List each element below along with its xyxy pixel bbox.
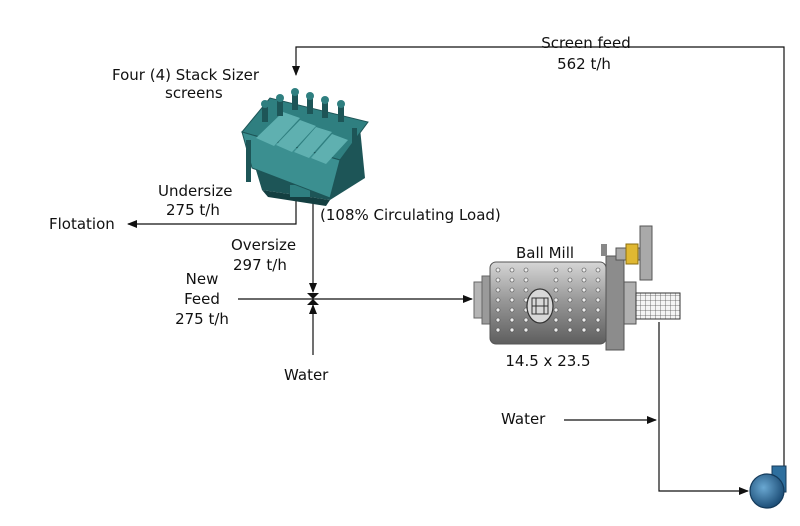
oversize-rate: 297 t/h bbox=[233, 256, 287, 274]
mill-bolt bbox=[495, 317, 501, 323]
mill-bolt bbox=[553, 297, 559, 303]
new-feed-rate: 275 t/h bbox=[175, 310, 229, 328]
mill-bolt bbox=[495, 327, 501, 333]
mill-bolt bbox=[581, 307, 587, 313]
mill-size-label: 14.5 x 23.5 bbox=[505, 352, 590, 370]
mill-bolt bbox=[495, 307, 501, 313]
mill-bolt bbox=[581, 317, 587, 323]
oversize-label: Oversize bbox=[231, 236, 296, 254]
mill-bolt bbox=[595, 297, 601, 303]
mill-bolt bbox=[595, 327, 601, 333]
screen-feed-label: Screen feed bbox=[541, 34, 631, 52]
circulating-load-label: (108% Circulating Load) bbox=[320, 206, 501, 224]
mill-bolt bbox=[567, 277, 573, 283]
new-feed-label-line1: New bbox=[186, 270, 219, 288]
mill-bolt bbox=[523, 277, 529, 283]
mill-bolt bbox=[523, 317, 529, 323]
mill-bolt bbox=[523, 267, 529, 273]
undersize-rate: 275 t/h bbox=[166, 201, 220, 219]
water-mixer-label: Water bbox=[284, 366, 329, 384]
new-feed-label-line2: Feed bbox=[184, 290, 220, 308]
mill-bolt bbox=[495, 277, 501, 283]
screens-label-line1: Four (4) Stack Sizer bbox=[112, 66, 260, 84]
mill-bolt bbox=[595, 307, 601, 313]
mill-bolt bbox=[553, 267, 559, 273]
ball-mill-label: Ball Mill bbox=[516, 244, 574, 262]
mill-bolt bbox=[509, 317, 515, 323]
mill-bolt bbox=[581, 267, 587, 273]
mill-bolt bbox=[523, 327, 529, 333]
mill-bolt bbox=[567, 287, 573, 293]
flotation-label: Flotation bbox=[49, 215, 115, 233]
ball-mill bbox=[473, 225, 681, 351]
pump-icon bbox=[749, 465, 787, 509]
mill-bolt bbox=[509, 297, 515, 303]
mill-bolt bbox=[495, 287, 501, 293]
water-pump-label: Water bbox=[501, 410, 546, 428]
mill-bolt bbox=[509, 327, 515, 333]
mill-bolt bbox=[581, 277, 587, 283]
mill-discharge-line bbox=[658, 322, 749, 495]
mill-bolt bbox=[509, 267, 515, 273]
mill-bolt bbox=[509, 307, 515, 313]
mill-bolt bbox=[567, 307, 573, 313]
mill-bolt bbox=[495, 267, 501, 273]
mill-bolt bbox=[553, 317, 559, 323]
mill-bolt bbox=[523, 287, 529, 293]
mill-bolt bbox=[553, 327, 559, 333]
mill-bolt bbox=[567, 327, 573, 333]
mill-bolt bbox=[495, 297, 501, 303]
mill-bolt bbox=[581, 297, 587, 303]
screen-feed-rate: 562 t/h bbox=[557, 55, 611, 73]
stack-sizer-screens bbox=[241, 88, 369, 206]
undersize-line bbox=[127, 195, 297, 228]
screens-label-line2: screens bbox=[165, 84, 223, 102]
mill-bolt bbox=[567, 317, 573, 323]
mill-bolt bbox=[595, 287, 601, 293]
undersize-label: Undersize bbox=[158, 182, 233, 200]
mill-bolt bbox=[509, 287, 515, 293]
mill-bolt bbox=[567, 297, 573, 303]
mill-bolt bbox=[581, 327, 587, 333]
mill-bolt bbox=[595, 277, 601, 283]
mill-bolt bbox=[567, 267, 573, 273]
mill-bolt bbox=[595, 317, 601, 323]
mill-bolt bbox=[553, 277, 559, 283]
mill-bolt bbox=[581, 287, 587, 293]
mill-bolt bbox=[509, 277, 515, 283]
screen-feed-line bbox=[292, 46, 785, 488]
mixer-valve-icon bbox=[307, 293, 319, 305]
mill-bolt bbox=[553, 307, 559, 313]
mill-bolt bbox=[595, 267, 601, 273]
mill-bolt bbox=[553, 287, 559, 293]
